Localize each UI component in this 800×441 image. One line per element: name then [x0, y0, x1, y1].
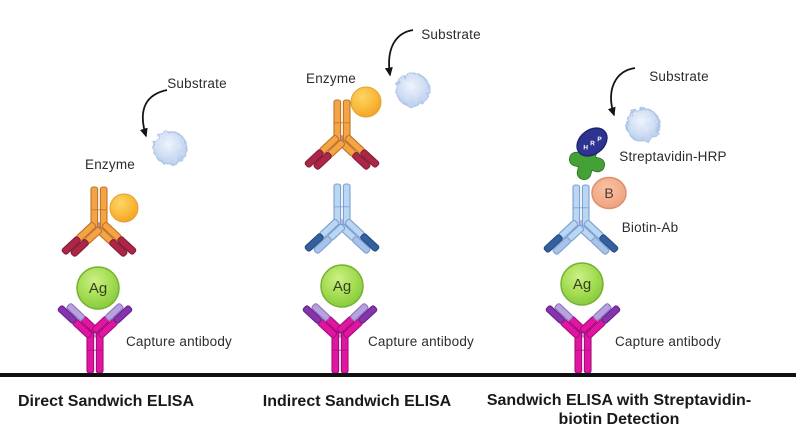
enzyme-circle — [350, 86, 382, 118]
hrp-letter: H — [583, 144, 588, 151]
substrate-blob — [625, 107, 661, 143]
enzyme-label: Enzyme — [85, 157, 135, 172]
substrate-label: Substrate — [167, 76, 227, 91]
caption-line-1: Sandwich ELISA with Streptavidin- — [486, 392, 752, 409]
antigen-circle — [560, 262, 604, 306]
panel-caption-streptavidin: Sandwich ELISA with Streptavidin- biotin… — [487, 391, 751, 429]
panel-streptavidin-graphics: Ag H R P B — [543, 67, 661, 373]
antigen-circle — [320, 264, 364, 308]
substrate-blob — [152, 130, 188, 166]
capture-antibody — [302, 299, 377, 373]
biotin-circle — [591, 176, 627, 210]
primary-antibody — [304, 184, 379, 258]
panel-direct-graphics: Ag — [57, 89, 188, 373]
hrp-letter: R — [590, 140, 595, 147]
capture-antibody — [57, 299, 132, 373]
biotin-label: B — [604, 185, 613, 201]
panel-caption-direct: Direct Sandwich ELISA — [17, 393, 195, 410]
antigen-label: Ag — [333, 278, 351, 295]
biotin-ab-label: Biotin-Ab — [621, 220, 679, 235]
substrate-label: Substrate — [421, 27, 481, 42]
caption-line-2: biotin Detection — [558, 411, 680, 428]
streptavidin-hrp-label: Streptavidin-HRP — [619, 149, 727, 164]
panel-caption-indirect: Indirect Sandwich ELISA — [262, 393, 452, 410]
substrate-arrow — [139, 89, 168, 138]
antigen-label: Ag — [89, 280, 107, 297]
enzyme-label: Enzyme — [306, 71, 356, 86]
capture-antibody-label: Capture antibody — [125, 334, 233, 349]
substrate-arrow — [384, 29, 414, 77]
capture-antibody-label: Capture antibody — [614, 334, 722, 349]
substrate-blob — [395, 72, 431, 108]
capture-antibody-label: Capture antibody — [367, 334, 475, 349]
hrp-letter: P — [597, 136, 602, 143]
antigen-label: Ag — [573, 276, 591, 293]
plate-baseline — [0, 373, 796, 377]
panel-indirect-graphics: Ag — [302, 29, 431, 373]
antigen-circle — [76, 266, 120, 310]
substrate-arrow — [607, 67, 636, 117]
substrate-label: Substrate — [649, 69, 709, 84]
capture-antibody — [545, 299, 620, 373]
hrp-blob: H R P — [576, 127, 608, 157]
enzyme-circle — [109, 193, 139, 223]
